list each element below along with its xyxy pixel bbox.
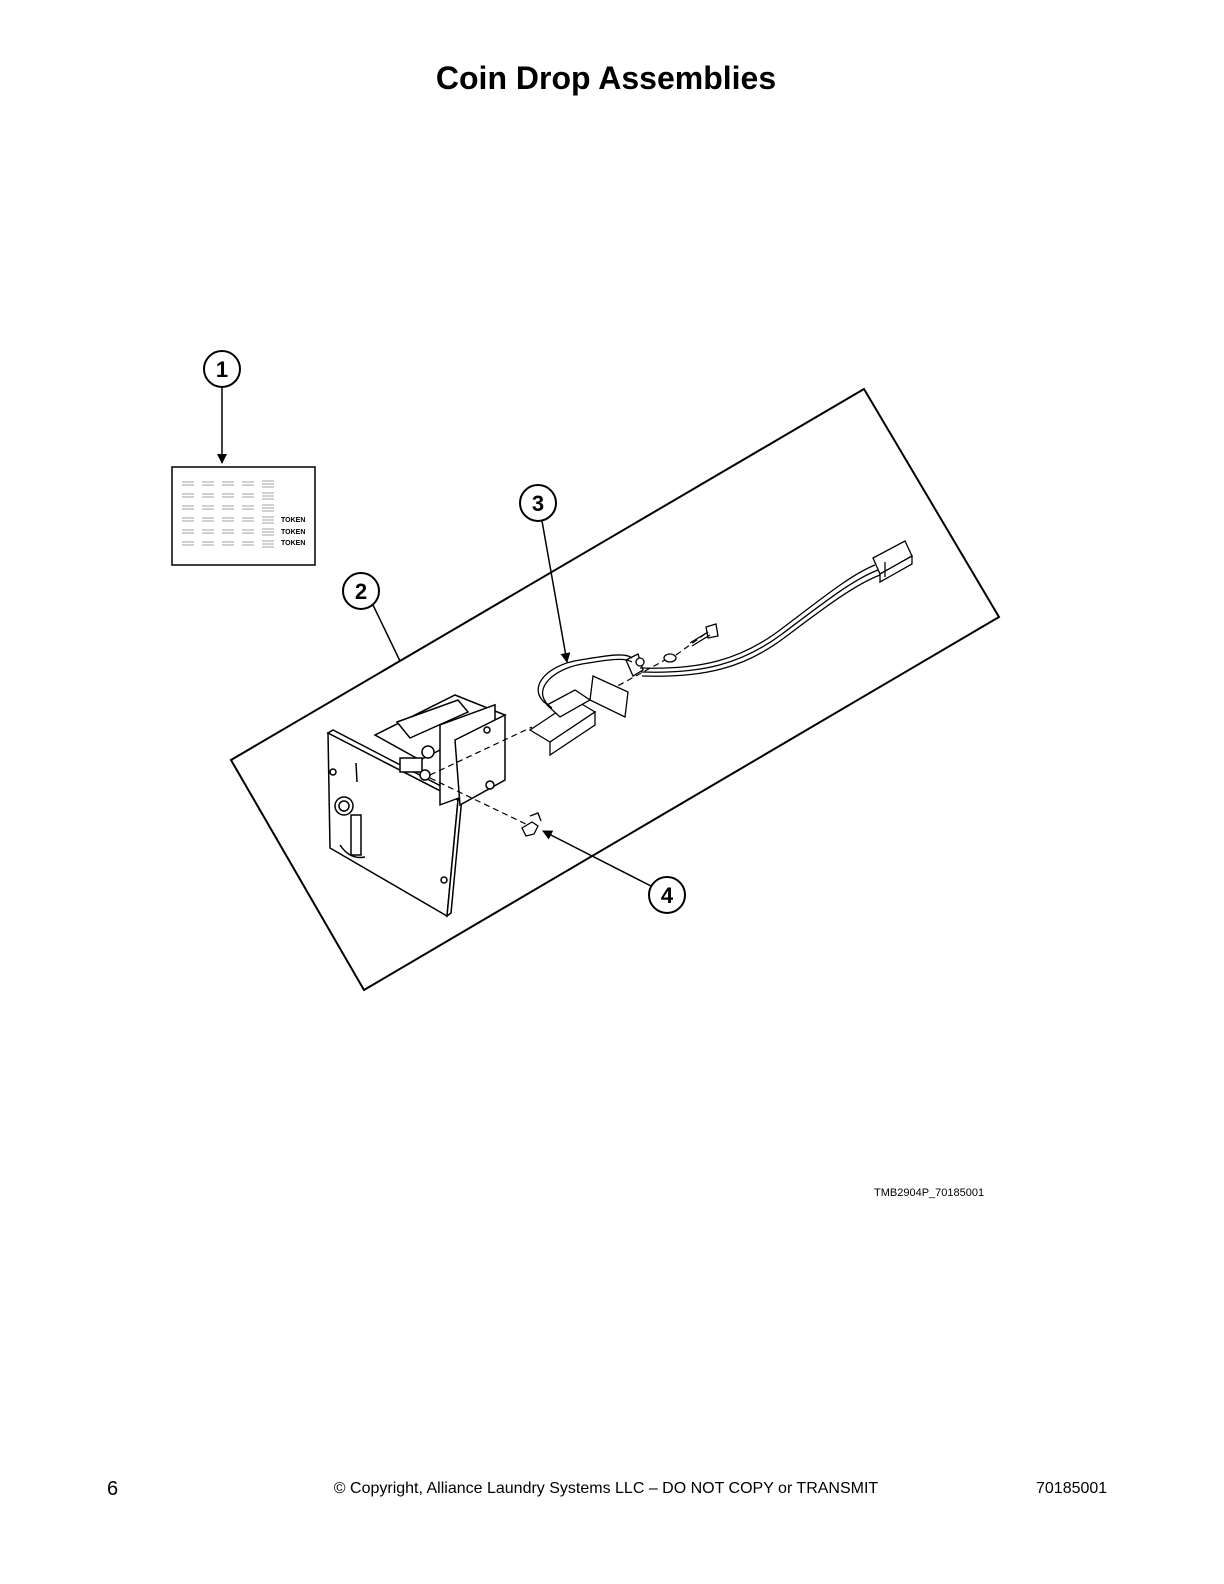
callout-1: 1 — [203, 350, 241, 464]
document-number: 70185001 — [1036, 1480, 1108, 1497]
drawing-id: TMB2904P_70185001 — [874, 1187, 985, 1199]
assembly-boundary — [229, 387, 1001, 992]
label-token-1: TOKEN — [281, 517, 305, 524]
token-label-card: TOKEN TOKEN TOKEN — [171, 466, 316, 566]
label-token-3: TOKEN — [281, 540, 305, 547]
svg-text:4: 4 — [661, 883, 674, 908]
label-text-lines — [181, 480, 275, 548]
page-title: Coin Drop Assemblies — [435, 60, 777, 96]
svg-text:1: 1 — [216, 357, 228, 382]
page-number: 6 — [107, 1478, 119, 1500]
coin-drop-plate — [326, 694, 507, 918]
svg-text:2: 2 — [355, 579, 367, 604]
svg-text:3: 3 — [532, 491, 544, 516]
callout-3: 3 — [519, 484, 571, 663]
retaining-clip — [521, 812, 542, 837]
switch-harness — [528, 540, 913, 757]
callout-2: 2 — [342, 572, 401, 662]
callout-4: 4 — [542, 830, 686, 914]
label-token-2: TOKEN — [281, 529, 305, 536]
copyright-notice: © Copyright, Alliance Laundry Systems LL… — [333, 1480, 879, 1497]
